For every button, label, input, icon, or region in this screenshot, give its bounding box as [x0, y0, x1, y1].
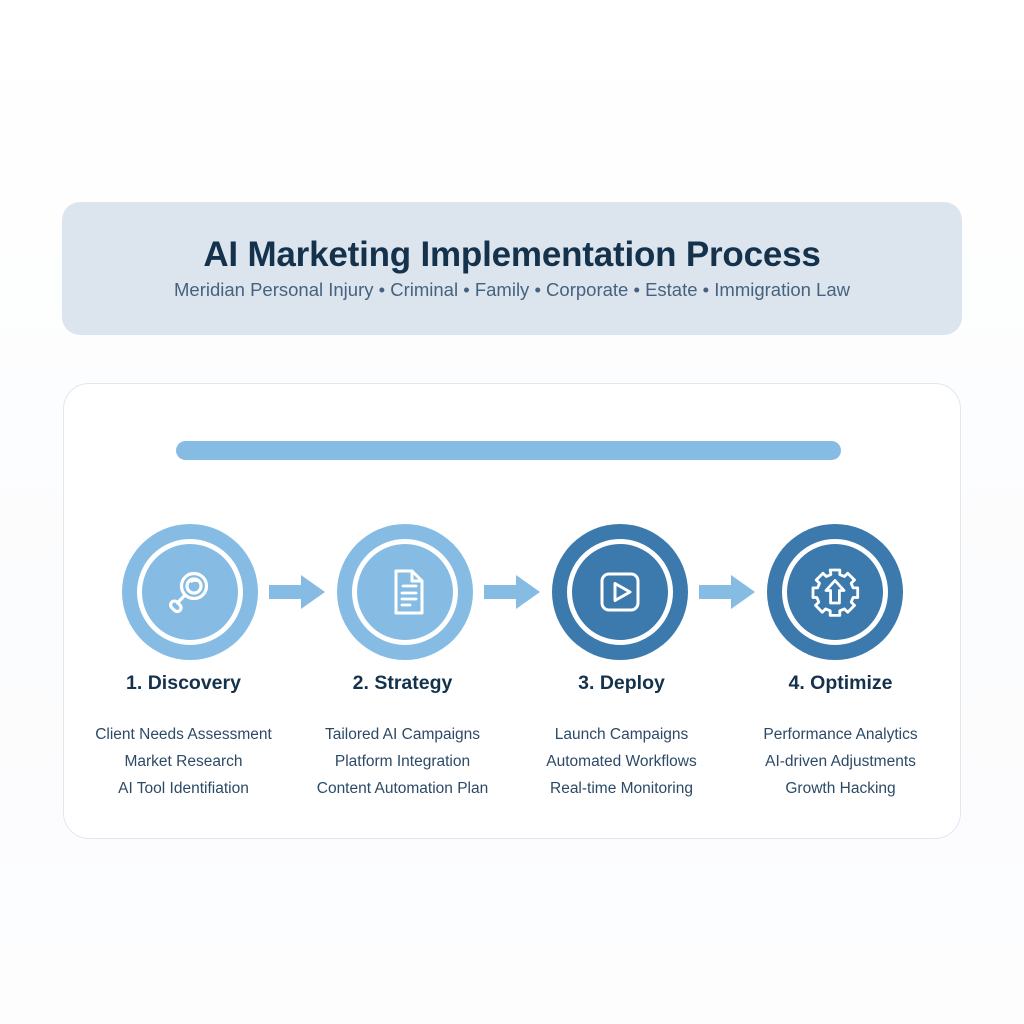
- step-circle-3: [551, 524, 688, 660]
- arrow-step-2-to-3: [480, 568, 544, 616]
- list-item: AI Tool Identifiation: [118, 780, 249, 797]
- arrow-step-3-to-4: [695, 568, 759, 616]
- step-circle-inner-4: [781, 539, 888, 645]
- magnifier-icon: [162, 564, 218, 620]
- arrow-step-1-to-2: [265, 568, 329, 616]
- step-column-2: 2. Strategy Tailored AI Campaigns Platfo…: [295, 672, 510, 802]
- step-column-3: 3. Deploy Launch Campaigns Automated Wor…: [514, 672, 729, 802]
- step-bullets-1: Client Needs Assessment Market Research …: [76, 721, 291, 802]
- list-item: Client Needs Assessment: [95, 726, 272, 743]
- step-node-3[interactable]: [544, 524, 695, 660]
- list-item: Platform Integration: [334, 753, 471, 770]
- steps-row: [64, 512, 960, 672]
- list-item: Launch Campaigns: [554, 726, 689, 743]
- page-title: AI Marketing Implementation Process: [203, 235, 821, 275]
- progress-bar: [176, 441, 841, 460]
- step-labels-row: 1. Discovery Client Needs Assessment Mar…: [64, 672, 960, 802]
- step-circle-inner-2: [351, 539, 458, 645]
- process-card: 1. Discovery Client Needs Assessment Mar…: [63, 383, 961, 839]
- list-item: Content Automation Plan: [316, 780, 489, 797]
- document-icon: [378, 565, 432, 619]
- list-item: Real-time Monitoring: [550, 780, 693, 797]
- step-title-1: 1. Discovery: [126, 672, 241, 694]
- list-item: Market Research: [124, 753, 243, 770]
- play-button-icon: [593, 565, 647, 619]
- list-item: Growth Hacking: [785, 780, 896, 797]
- step-bullets-4: Performance Analytics AI-driven Adjustme…: [733, 721, 948, 802]
- list-item: Tailored AI Campaigns: [324, 726, 481, 743]
- step-node-4[interactable]: [759, 524, 910, 660]
- step-circle-inner-3: [566, 539, 673, 645]
- gear-arrow-up-icon: [806, 563, 864, 621]
- step-node-2[interactable]: [329, 524, 480, 660]
- header-panel: AI Marketing Implementation Process Meri…: [62, 202, 962, 335]
- step-circle-4: [766, 524, 903, 660]
- step-title-3: 3. Deploy: [578, 672, 665, 694]
- step-column-1: 1. Discovery Client Needs Assessment Mar…: [76, 672, 291, 802]
- step-bullets-3: Launch Campaigns Automated Workflows Rea…: [514, 721, 729, 802]
- step-title-4: 4. Optimize: [788, 672, 893, 694]
- list-item: Performance Analytics: [763, 726, 918, 743]
- step-node-1[interactable]: [114, 524, 265, 660]
- step-circle-inner-1: [136, 539, 243, 645]
- step-circle-1: [121, 524, 258, 660]
- list-item: AI-driven Adjustments: [765, 753, 916, 770]
- page-subtitle: Meridian Personal Injury • Criminal • Fa…: [174, 278, 850, 300]
- step-bullets-2: Tailored AI Campaigns Platform Integrati…: [295, 721, 510, 802]
- step-column-4: 4. Optimize Performance Analytics AI-dri…: [733, 672, 948, 802]
- step-title-2: 2. Strategy: [352, 672, 453, 694]
- list-item: Automated Workflows: [546, 753, 697, 770]
- step-circle-2: [336, 524, 473, 660]
